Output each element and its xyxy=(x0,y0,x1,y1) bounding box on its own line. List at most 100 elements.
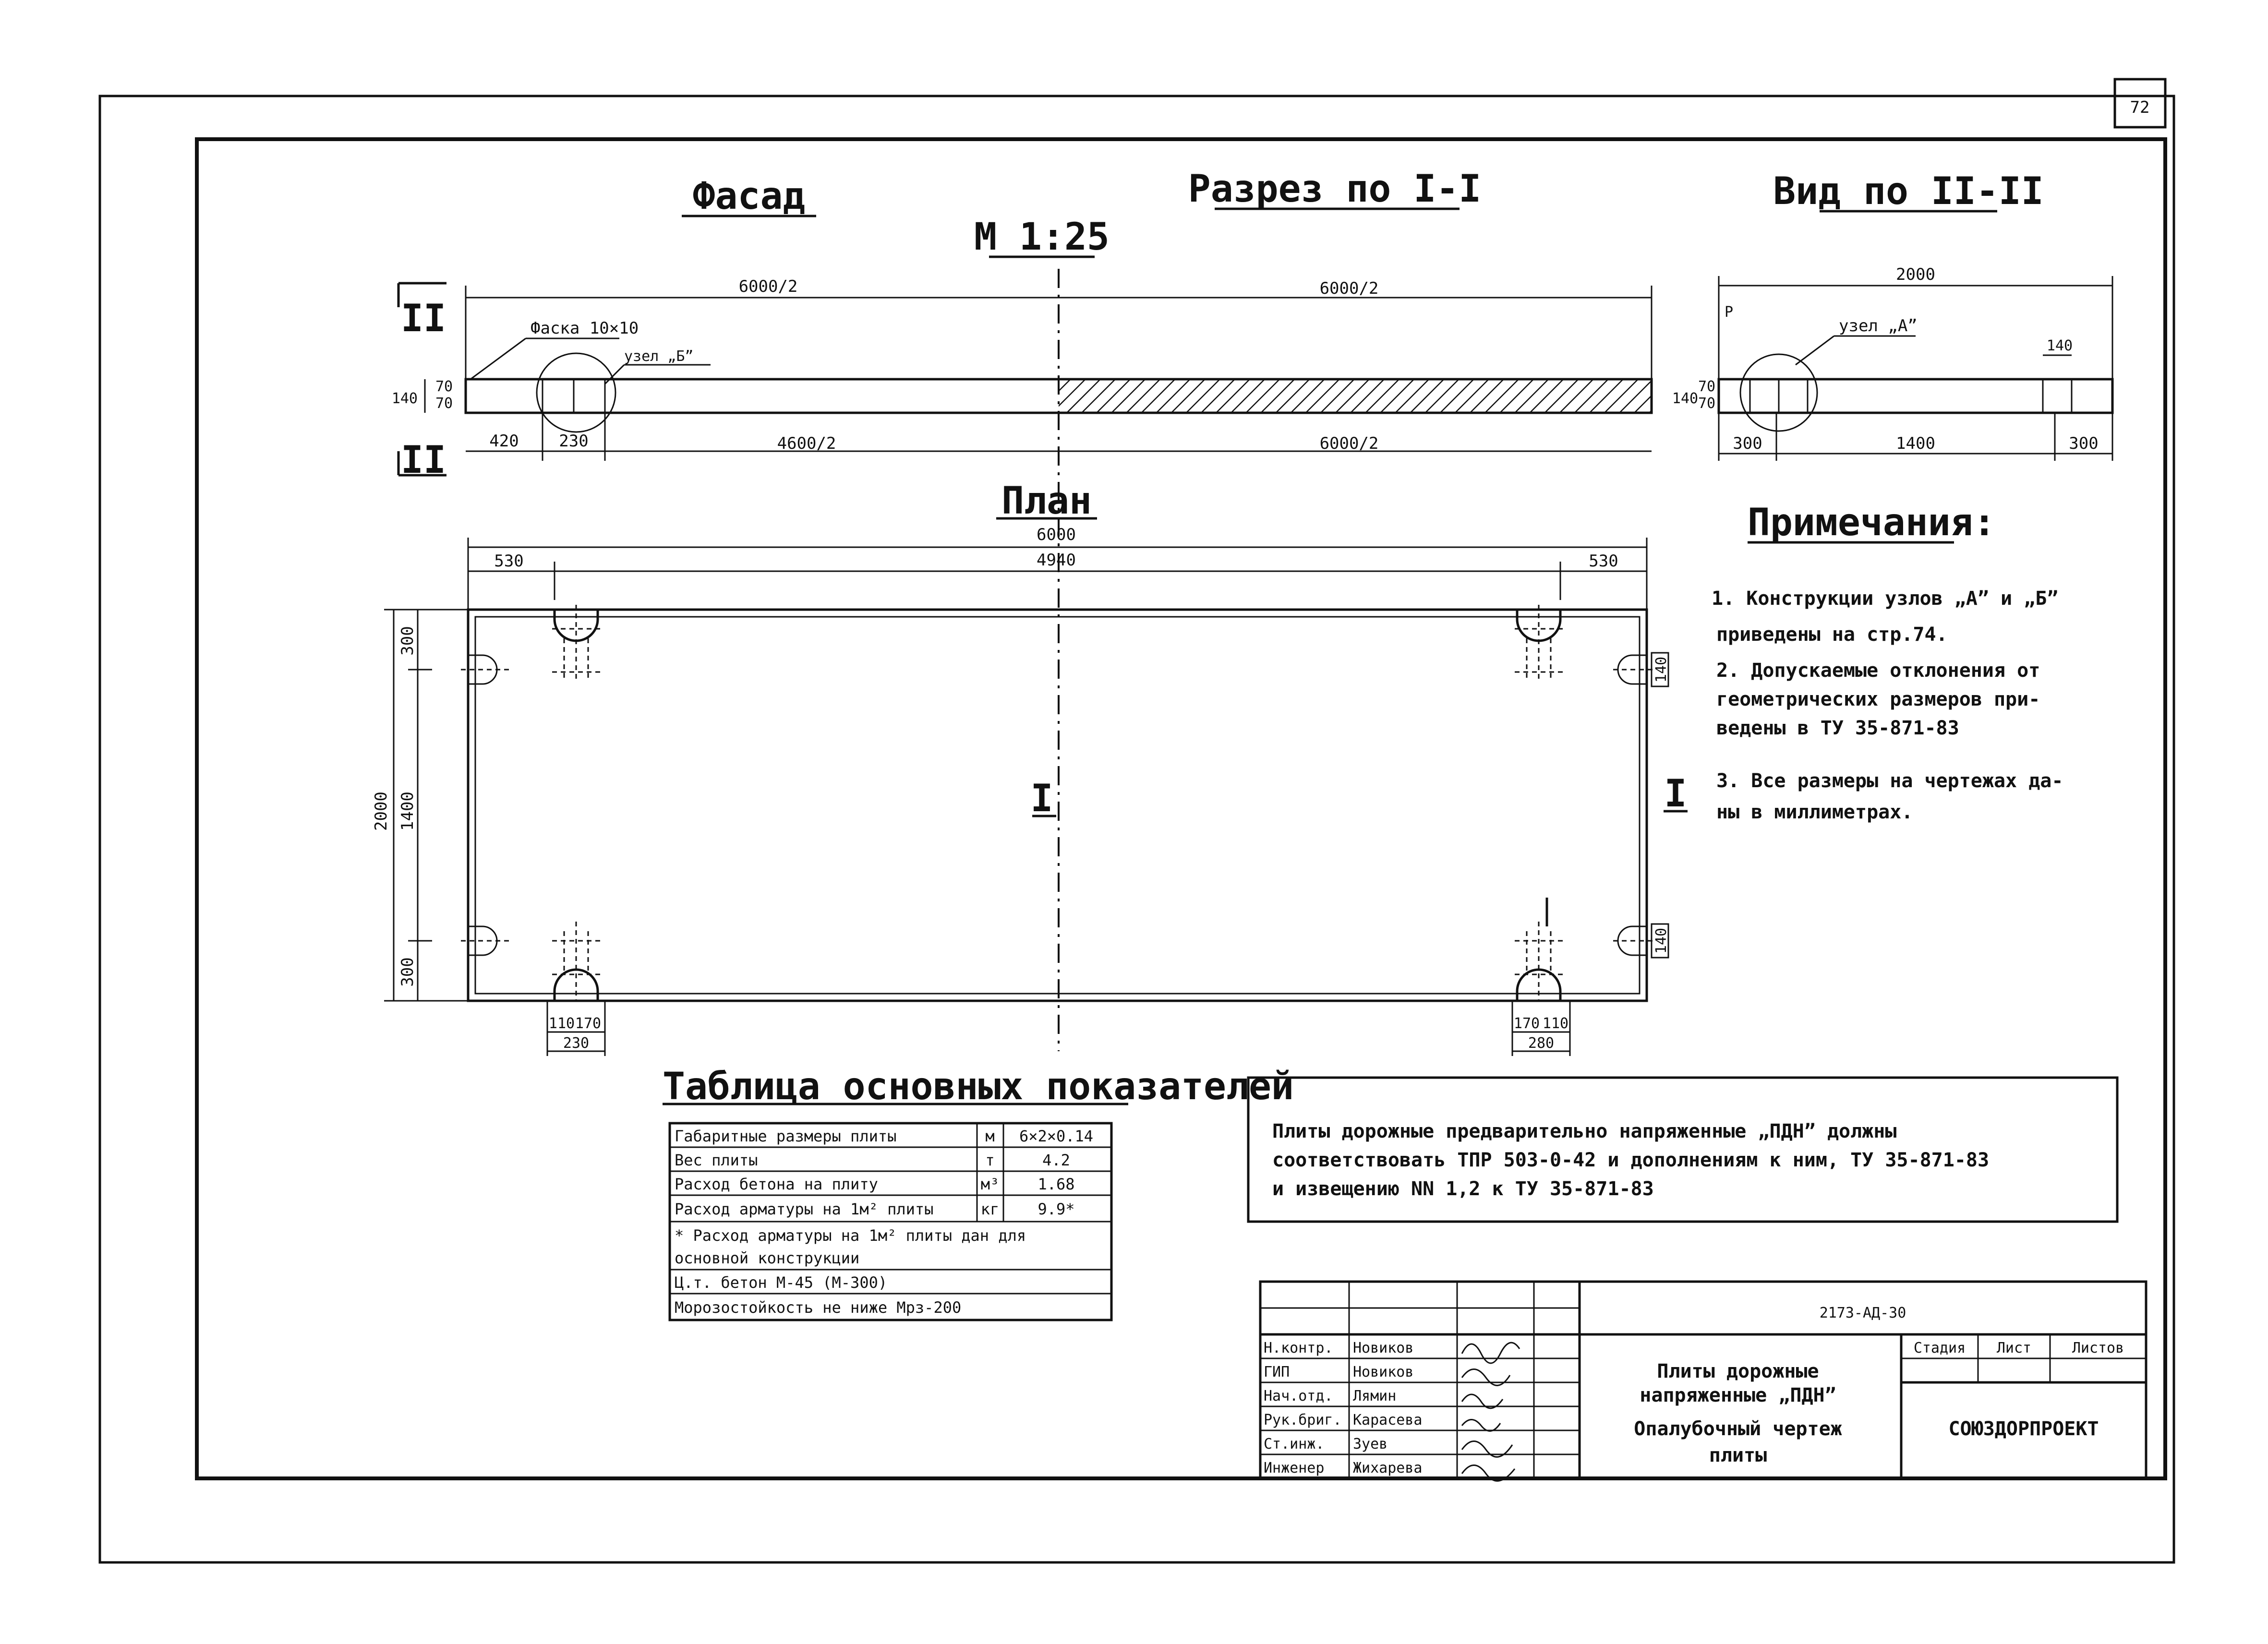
stamp-org: СОЮЗДОРПРОЕКТ xyxy=(1948,1418,2099,1440)
plan-section-mark-left: I xyxy=(1031,777,1053,820)
title-block: 2173-АД-30 Н.контр. Новиков ГИП Новиков … xyxy=(1259,1280,2147,1482)
view-ii-ii: 2000 P узел „А” 140 140 70 70 300 1400 3… xyxy=(1672,265,2114,461)
tbl-r3-c2: м³ xyxy=(981,1175,1000,1193)
facade-dim-bot-1: 420 xyxy=(489,432,519,451)
plan-section-mark-right: I xyxy=(1665,772,1687,816)
stamp-name-1: Новиков xyxy=(1353,1340,1413,1356)
main-table: Таблица основных показателей Габаритные … xyxy=(663,1065,1294,1321)
facade-dim-bot-3: 4600/2 xyxy=(777,434,836,453)
view-dim-bot-2: 1400 xyxy=(1896,434,1935,453)
stamp-code: 2173-АД-30 xyxy=(1820,1305,1906,1321)
stamp-role-2: ГИП xyxy=(1264,1364,1290,1380)
stamp-title-1: Плиты дорожные xyxy=(1657,1360,1819,1382)
stamp-sheet-header: Лист xyxy=(1997,1340,2031,1356)
plan-vdim-mid: 1400 xyxy=(398,792,417,831)
page-number-box xyxy=(2113,78,2167,129)
outer-frame xyxy=(98,95,2175,1564)
facade-dim-top-right: 6000/2 xyxy=(1320,279,1379,298)
signature-4 xyxy=(1461,1419,1501,1432)
stamp-name-2: Новиков xyxy=(1353,1364,1413,1380)
plan-bl-dim-1: 110 xyxy=(549,1015,575,1032)
plan-vdim-top: 300 xyxy=(398,626,417,655)
note-line-4: геометрических размеров при- xyxy=(1716,688,2040,710)
view-dim-140: 140 xyxy=(2047,337,2073,354)
box-note-line-1: Плиты дорожные предварительно напряженны… xyxy=(1272,1120,1896,1142)
stamp-name-3: Лямин xyxy=(1353,1388,1396,1404)
view-height-inner-2: 70 xyxy=(1698,395,1715,412)
view-mark-p: P xyxy=(1725,304,1733,321)
tbl-r1-c2: м xyxy=(985,1127,994,1145)
note-line-3: 2. Допускаемые отклонения от xyxy=(1716,660,2040,682)
stamp-role-3: Нач.отд. xyxy=(1264,1388,1333,1404)
tbl-r3-c3: 1.68 xyxy=(1037,1175,1074,1193)
stamp-role-1: Н.контр. xyxy=(1264,1340,1333,1356)
tbl-r4-c1: Расход арматуры на 1м² плиты xyxy=(675,1200,933,1218)
plan-br-dim-3: 280 xyxy=(1528,1035,1554,1052)
tbl-r3-c1: Расход бетона на плиту xyxy=(675,1175,878,1193)
drawing-border xyxy=(195,137,2167,1480)
view-dim-bot-3: 300 xyxy=(2069,434,2098,453)
stamp-role-5: Ст.инж. xyxy=(1264,1436,1324,1452)
view-height: 140 xyxy=(1672,390,1698,407)
note-line-7: ны в миллиметрах. xyxy=(1716,801,1913,823)
page-number: 72 xyxy=(2130,98,2150,117)
boxed-note: Плиты дорожные предварительно напряженны… xyxy=(1247,1076,2119,1223)
view-dim-bot-1: 300 xyxy=(1733,434,1762,453)
tbl-r2-c3: 4.2 xyxy=(1042,1151,1070,1169)
stamp-title-2: напряженные „ПДН” xyxy=(1640,1384,1836,1406)
stamp-name-4: Карасева xyxy=(1353,1412,1423,1428)
notes-heading: Примечания: xyxy=(1748,501,1996,544)
title-plan: План xyxy=(1001,480,1092,523)
tbl-r1-c1: Габаритные размеры плиты xyxy=(675,1127,896,1145)
view-dim-top: 2000 xyxy=(1896,265,1935,284)
scale-label: М 1:25 xyxy=(974,216,1110,259)
notes: Примечания: 1. Конструкции узлов „А” и „… xyxy=(1712,501,2063,823)
facade-height-inner-1: 70 xyxy=(435,378,453,395)
plan-br-dim-2: 110 xyxy=(1543,1015,1568,1032)
tbl-r4-c3: 9.9* xyxy=(1037,1200,1074,1218)
tbl-r2-c2: т xyxy=(985,1151,994,1169)
view-height-inner-1: 70 xyxy=(1698,378,1715,395)
stamp-title-4: плиты xyxy=(1709,1444,1767,1466)
facade-dim-bot-2: 230 xyxy=(559,432,588,451)
stamp-name-5: Зуев xyxy=(1353,1436,1387,1452)
facade-chamfer-label: Фаска 10×10 xyxy=(531,319,639,338)
facade-height-inner-2: 70 xyxy=(435,395,453,412)
main-table-heading: Таблица основных показателей xyxy=(663,1065,1294,1108)
stamp-name-6: Жихарева xyxy=(1353,1460,1423,1476)
title-facade: Фасад xyxy=(693,175,806,218)
plan-bl-dim-3: 230 xyxy=(563,1035,589,1052)
node-b-circle xyxy=(536,352,616,433)
plan-dim-left: 530 xyxy=(494,552,523,571)
node-a-circle xyxy=(1739,353,1818,432)
tbl-extra-2: Морозостойкость не ниже Мрз-200 xyxy=(675,1298,961,1317)
facade-height: 140 xyxy=(392,390,418,407)
stamp-role-4: Рук.бриг. xyxy=(1264,1412,1342,1428)
facade-section-mark-bottom: II xyxy=(401,439,446,482)
title-view: Вид по II-II xyxy=(1773,170,2044,213)
note-line-2: приведены на стр.74. xyxy=(1716,624,1948,646)
box-note-line-3: и извещению NN 1,2 к ТУ 35-871-83 xyxy=(1272,1178,1654,1200)
signature-3 xyxy=(1461,1393,1504,1409)
note-line-1: 1. Конструкции узлов „А” и „Б” xyxy=(1712,588,2058,610)
stamp-title-3: Опалубочный чертеж xyxy=(1634,1418,1842,1440)
section-hatch xyxy=(1059,380,1651,412)
plan-side-dim-2: 140 xyxy=(1653,928,1670,954)
plan-side-dim-1: 140 xyxy=(1653,657,1670,683)
tbl-r1-c3: 6×2×0.14 xyxy=(1019,1127,1093,1145)
signature-2 xyxy=(1461,1368,1511,1386)
signature-6 xyxy=(1461,1464,1516,1482)
facade-node-b-label: узел „Б” xyxy=(624,348,694,365)
tbl-footnote-2: основной конструкции xyxy=(675,1249,859,1267)
note-line-6: 3. Все размеры на чертежах да- xyxy=(1716,770,2063,792)
plan-dim-inner: 4940 xyxy=(1037,551,1076,570)
facade-dim-bot-4: 6000/2 xyxy=(1320,434,1379,453)
plan-view: 6000 4940 530 530 xyxy=(372,525,1688,1056)
plan-dim-total: 6000 xyxy=(1037,525,1076,544)
plan-vdim-bot: 300 xyxy=(398,957,417,986)
plan-bl-dim-2: 170 xyxy=(575,1015,601,1032)
signature-5 xyxy=(1461,1440,1513,1458)
stamp-role-6: Инженер xyxy=(1264,1460,1324,1476)
title-section: Разрез по I-I xyxy=(1188,168,1481,211)
view-node-a-label: узел „А” xyxy=(1839,316,1918,336)
